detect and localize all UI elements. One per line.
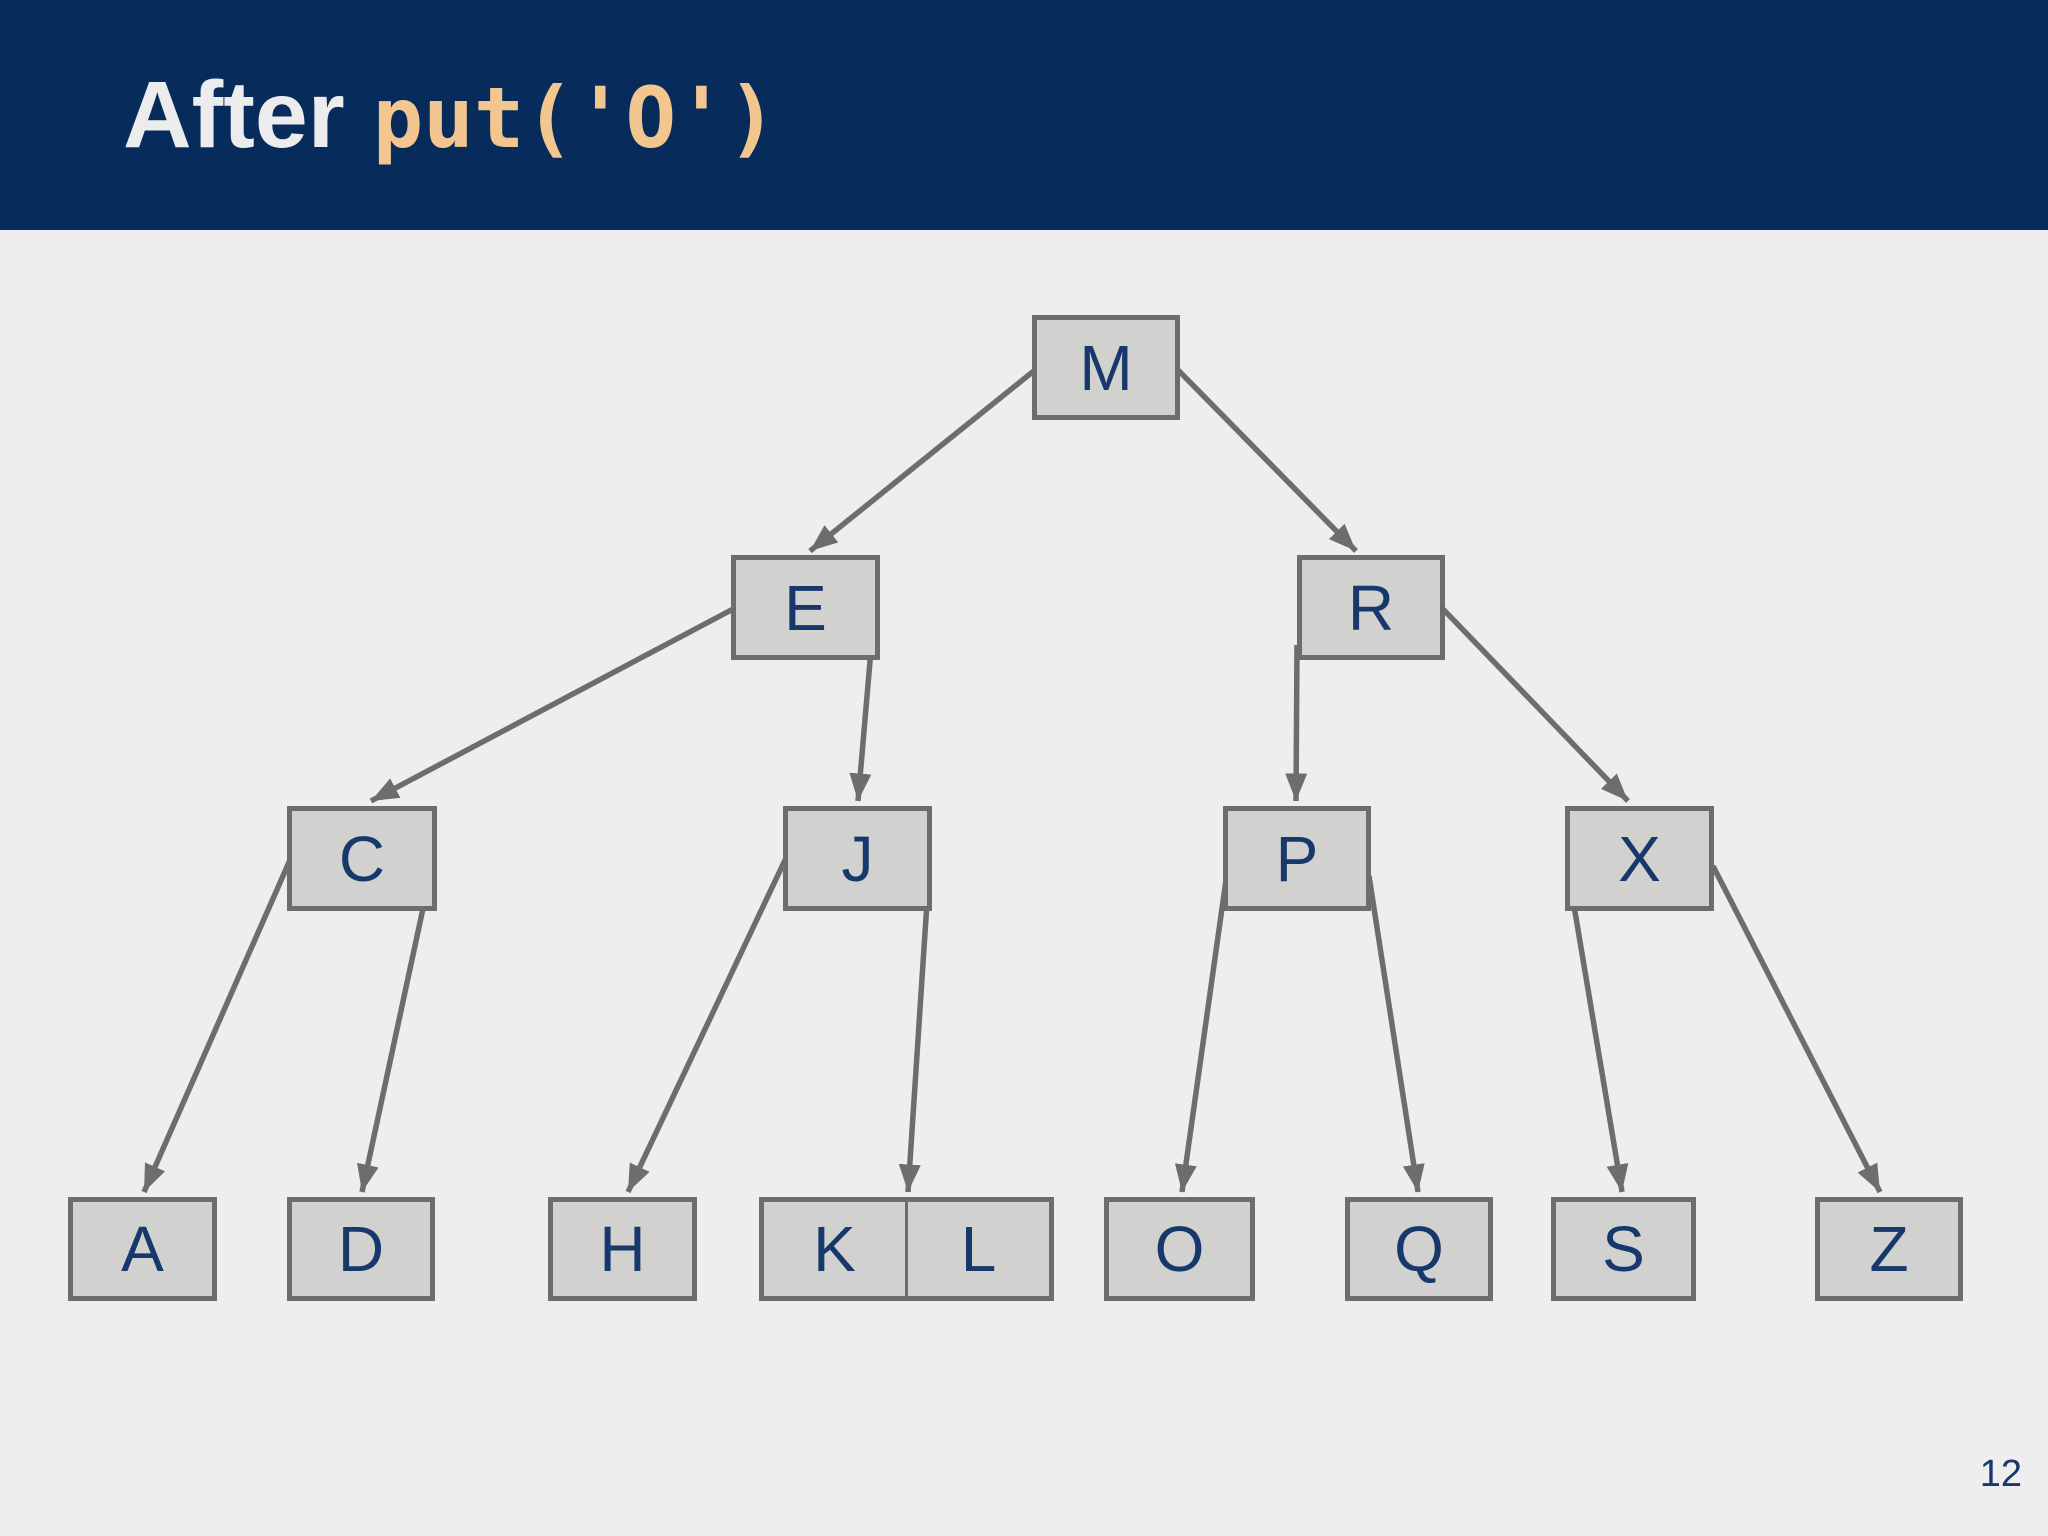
edge-R-X (1440, 606, 1630, 803)
tree-node-s: S (1551, 1197, 1696, 1301)
node-key-s: S (1602, 1213, 1645, 1285)
node-key-q: Q (1394, 1213, 1444, 1285)
tree-node-a: A (68, 1197, 217, 1301)
edge-X-S (1566, 875, 1629, 1193)
edge-C-A (141, 858, 293, 1194)
node-key-a: A (121, 1213, 164, 1285)
node-key-e: E (784, 571, 827, 644)
node-key-j: J (841, 822, 874, 895)
edge-J-H (625, 856, 789, 1194)
node-key-o: O (1154, 1213, 1205, 1285)
edge-P-O (1174, 879, 1229, 1193)
page-number: 12 (1979, 1453, 2022, 1495)
tree-node-z: Z (1815, 1197, 1963, 1301)
node-key-r: R (1347, 571, 1395, 644)
slide-header: After put('O') (0, 0, 2048, 230)
edge-M-R (1176, 368, 1358, 553)
node-key-m: M (1079, 331, 1133, 404)
tree-node-r: R (1297, 555, 1445, 660)
node-key-k: K (813, 1213, 856, 1285)
tree-node-q: Q (1345, 1197, 1493, 1301)
title-code-text: put('O') (372, 68, 778, 167)
node-key-x: X (1618, 822, 1661, 895)
tree-node-d: D (287, 1197, 435, 1301)
tree-node-p: P (1223, 806, 1371, 911)
edge-M-E (808, 367, 1037, 554)
edge-R-P (1285, 644, 1308, 802)
page-title: After put('O') (123, 61, 778, 168)
tree-node-h: H (548, 1197, 697, 1301)
edge-E-C (369, 605, 737, 804)
tree-node-j: J (783, 806, 932, 911)
tree-node-x: X (1565, 806, 1714, 911)
node-key-c: C (338, 822, 386, 895)
node-key-p: P (1275, 822, 1319, 895)
tree-node-o: O (1104, 1197, 1255, 1301)
node-key-d: D (337, 1213, 385, 1285)
edge-J-KL (898, 871, 932, 1193)
edge-C-D (357, 861, 436, 1193)
edge-P-Q (1366, 875, 1425, 1193)
node-key-l: L (905, 1202, 1049, 1296)
edge-X-Z (1710, 864, 1883, 1194)
node-key-z: Z (1869, 1213, 1909, 1285)
title-text: After (123, 61, 345, 168)
node-key-h: H (599, 1213, 646, 1285)
tree-node-e: E (731, 555, 880, 660)
tree-node-m: M (1032, 315, 1180, 420)
tree-node-c: C (287, 806, 437, 911)
